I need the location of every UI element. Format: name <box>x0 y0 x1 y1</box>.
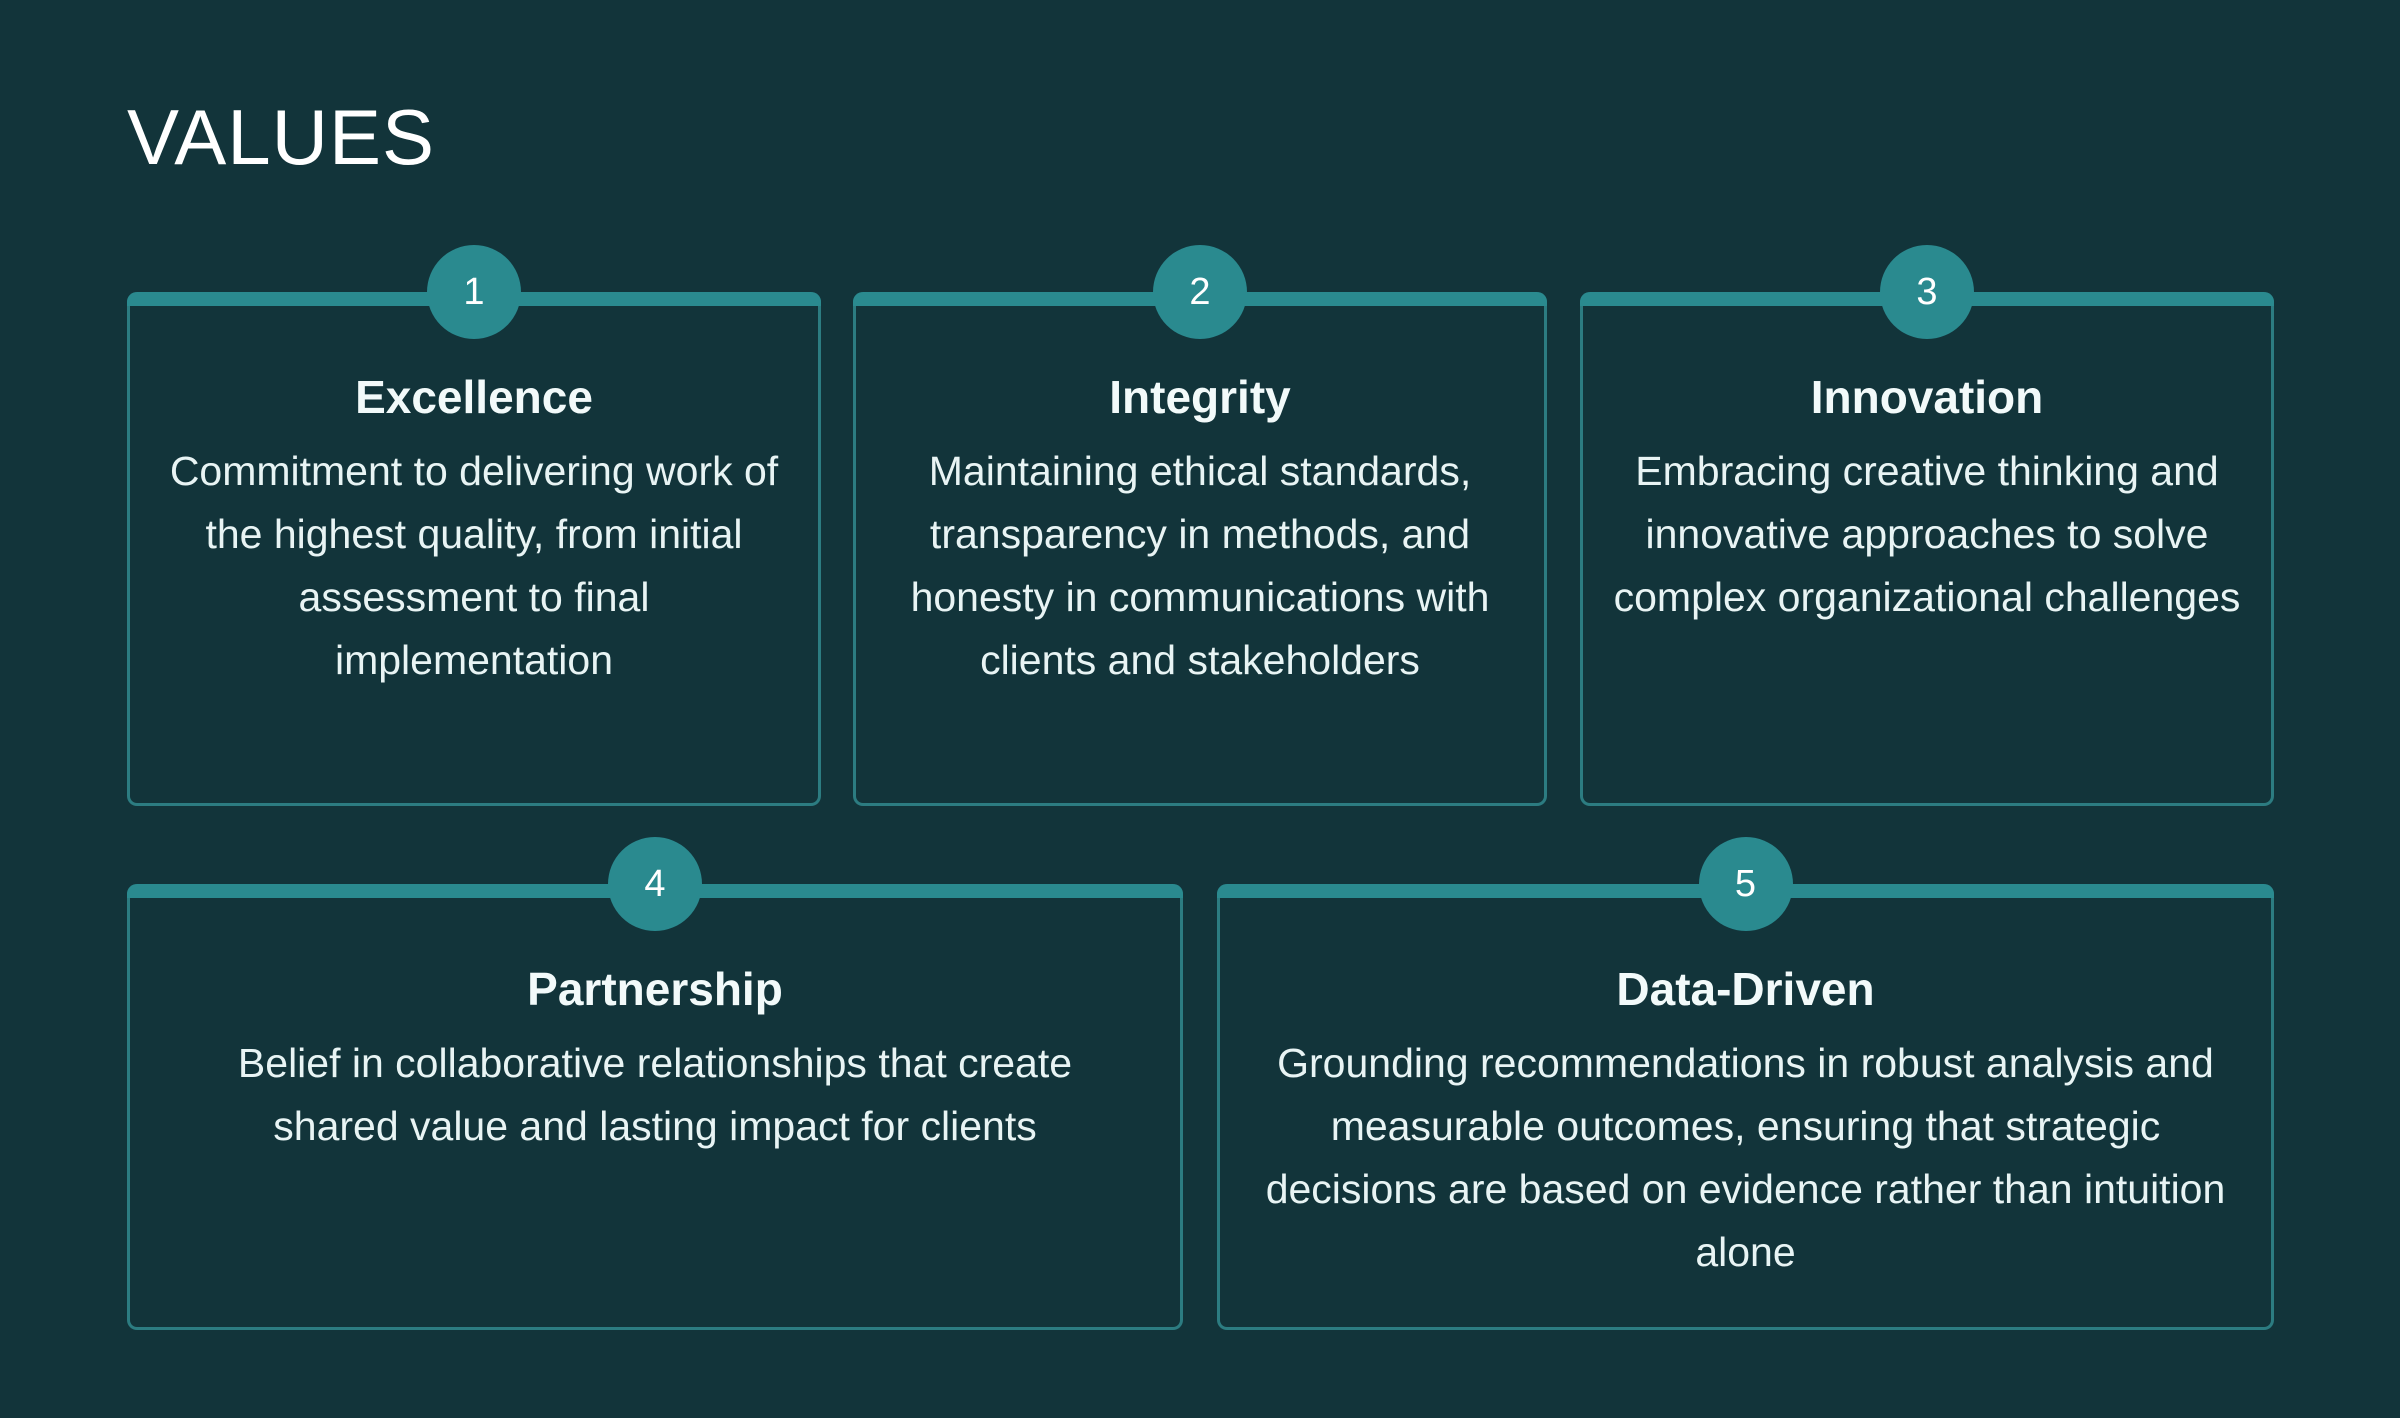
value-description: Embracing creative thinking and innovati… <box>1613 448 2241 620</box>
value-card-excellence: 1 Excellence Commitment to delivering wo… <box>127 245 821 806</box>
value-description: Grounding recommendations in robust anal… <box>1265 1040 2226 1275</box>
number-badge: 5 <box>1698 837 1793 931</box>
number-badge: 3 <box>1880 245 1974 339</box>
number-badge: 2 <box>1153 245 1247 339</box>
value-title: Innovation <box>1810 371 2044 423</box>
value-card-innovation: 3 Innovation Embracing creative thinking… <box>1580 245 2274 806</box>
value-title: Excellence <box>355 371 593 423</box>
value-description: Commitment to delivering work of the hig… <box>169 448 779 683</box>
value-title: Data-Driven <box>1616 963 1875 1015</box>
value-card-data-driven: 5 Data-Driven Grounding recommendations … <box>1217 837 2274 1330</box>
value-description: Belief in collaborative relationships th… <box>237 1040 1073 1149</box>
value-card-integrity: 2 Integrity Maintaining ethical standard… <box>853 245 1547 806</box>
value-title: Integrity <box>1109 371 1291 423</box>
number-badge: 1 <box>427 245 521 339</box>
value-title: Partnership <box>527 963 783 1015</box>
number-badge: 4 <box>608 837 702 931</box>
value-description: Maintaining ethical standards, transpare… <box>910 448 1490 683</box>
page-title: VALUES <box>127 93 436 181</box>
value-card-partnership: 4 Partnership Belief in collaborative re… <box>127 837 1183 1330</box>
